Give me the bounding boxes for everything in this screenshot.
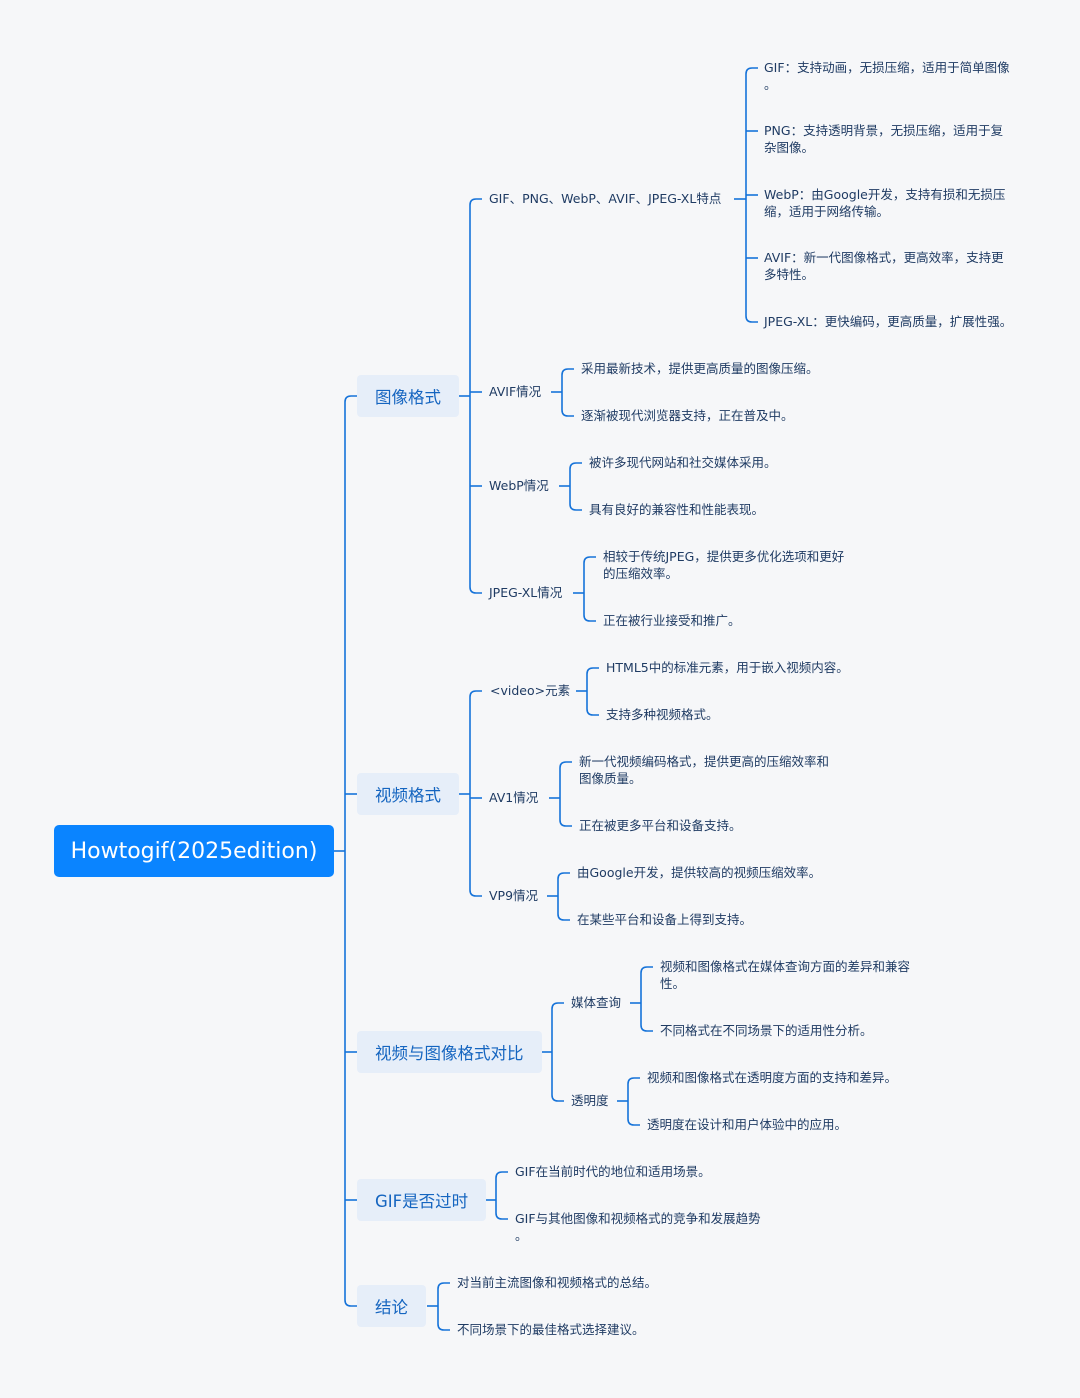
leaf-av1-2: 正在被更多平台和设备支持。 [579, 818, 742, 833]
node-format-features[interactable]: GIF、PNG、WebP、AVIF、JPEG-XL特点 [489, 190, 722, 206]
leaf-gif-outdated-1: GIF在当前时代的地位和适用场景。 [515, 1164, 711, 1179]
leaf-jpegxl-feature: JPEG-XL：更快编码，更高质量，扩展性强。 [764, 314, 1013, 329]
video-el-bracket-spine [586, 667, 599, 716]
branch-gif-outdated[interactable]: GIF是否过时 [357, 1179, 487, 1221]
leaf-media-query-2: 不同格式在不同场景下的适用性分析。 [660, 1023, 873, 1038]
leaf-avif-1: 采用最新技术，提供更高质量的图像压缩。 [581, 361, 819, 376]
leaf-avif-feature: AVIF：新一代图像格式，更高效率，支持更多特性。 [764, 250, 1004, 282]
gif-bracket-spine [495, 1171, 508, 1220]
leaf-webp-feature: WebP：由Google开发，支持有损和无损压缩，适用于网络传输。 [764, 187, 1006, 219]
leaf-webp-1: 被许多现代网站和社交媒体采用。 [589, 455, 777, 470]
root-topic[interactable]: Howtogif(2025edition) [54, 825, 334, 877]
leaf-jpegxl-2: 正在被行业接受和推广。 [603, 613, 741, 628]
av1-bracket-spine [559, 761, 572, 827]
leaf-video-2: 支持多种视频格式。 [606, 707, 719, 722]
branch-image-formats[interactable]: 图像格式 [357, 375, 459, 417]
branch-video-formats[interactable]: 视频格式 [357, 773, 459, 815]
avif-bracket-spine [561, 368, 574, 417]
video-bracket-spine [469, 690, 482, 897]
leaf-gif-outdated-2: GIF与其他图像和视频格式的竞争和发展趋势。 [515, 1211, 761, 1243]
node-media-query[interactable]: 媒体查询 [571, 994, 622, 1010]
node-transparency[interactable]: 透明度 [571, 1092, 609, 1108]
branch-video-image-comparison[interactable]: 视频与图像格式对比 [357, 1031, 542, 1073]
node-webp-status[interactable]: WebP情况 [489, 477, 549, 493]
image-bracket-spine [469, 198, 482, 594]
branch-conclusion[interactable]: 结论 [357, 1285, 426, 1327]
transparency-bracket-spine [627, 1077, 640, 1126]
leaf-vp9-2: 在某些平台和设备上得到支持。 [577, 912, 753, 927]
leaf-conclusion-2: 不同场景下的最佳格式选择建议。 [457, 1322, 645, 1337]
conclusion-bracket-spine [437, 1282, 450, 1331]
node-av1-status[interactable]: AV1情况 [489, 789, 539, 805]
jpegxl-bracket-spine [583, 556, 596, 622]
leaf-png-feature: PNG：支持透明背景，无损压缩，适用于复杂图像。 [764, 123, 1004, 155]
leaf-jpegxl-1: 相较于传统JPEG，提供更多优化选项和更好的压缩效率。 [603, 549, 845, 581]
root-bracket-spine [344, 395, 357, 1307]
media-bracket-spine [640, 966, 653, 1032]
leaf-avif-2: 逐渐被现代浏览器支持，正在普及中。 [581, 408, 794, 423]
leaf-gif-feature: GIF：支持动画，无损压缩，适用于简单图像。 [764, 60, 1010, 92]
leaf-video-1: HTML5中的标准元素，用于嵌入视频内容。 [606, 660, 849, 675]
leaf-vp9-1: 由Google开发，提供较高的视频压缩效率。 [577, 865, 822, 880]
node-jpegxl-status[interactable]: JPEG-XL情况 [489, 584, 563, 600]
vp9-bracket-spine [557, 872, 570, 921]
leaf-webp-2: 具有良好的兼容性和性能表现。 [589, 502, 765, 517]
node-vp9-status[interactable]: VP9情况 [489, 887, 539, 903]
leaf-transparency-2: 透明度在设计和用户体验中的应用。 [647, 1117, 848, 1132]
leaf-av1-1: 新一代视频编码格式，提供更高的压缩效率和图像质量。 [579, 754, 830, 786]
compare-bracket-spine [551, 1002, 564, 1102]
leaf-transparency-1: 视频和图像格式在透明度方面的支持和差异。 [647, 1070, 898, 1085]
leaf-media-query-1: 视频和图像格式在媒体查询方面的差异和兼容性。 [660, 959, 911, 991]
node-video-element[interactable]: <video>元素 [490, 682, 571, 698]
node-avif-status[interactable]: AVIF情况 [489, 383, 542, 399]
webp-bracket-spine [569, 462, 582, 511]
leaf-conclusion-1: 对当前主流图像和视频格式的总结。 [457, 1275, 658, 1290]
